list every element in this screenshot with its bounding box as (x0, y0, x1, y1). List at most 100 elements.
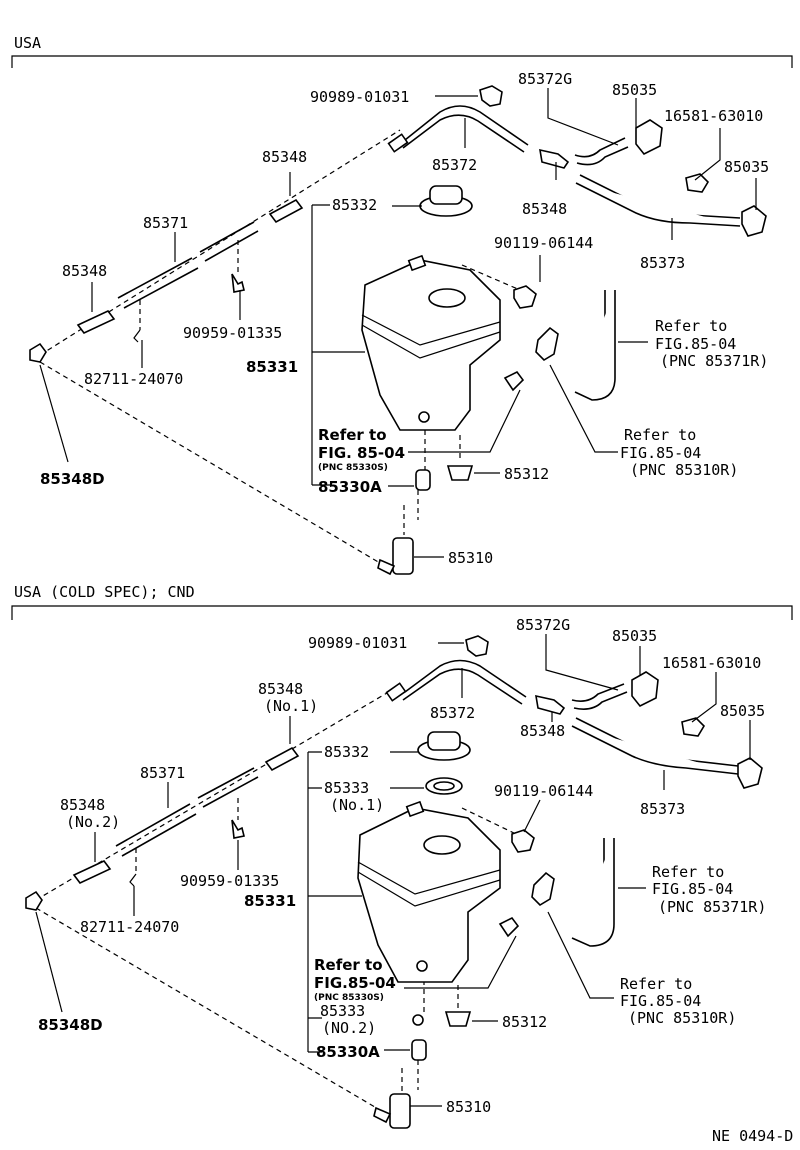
clip-82711 (129, 873, 137, 887)
hose-85373-inner (575, 182, 741, 227)
cap-85332-top (427, 731, 461, 751)
tank-rib (357, 861, 501, 895)
part-label: 85348D (40, 470, 105, 488)
part-label: (PNC 85330S) (318, 463, 388, 473)
part-label: (NO.2) (322, 1019, 376, 1037)
connector-85348 (76, 310, 116, 334)
assembly-line (35, 689, 393, 901)
clip-90959 (231, 273, 245, 293)
hose-85371 (117, 257, 193, 299)
part-label: 85373 (640, 800, 685, 818)
part-label: 85331 (244, 892, 296, 910)
hose-85372g-inner (576, 146, 629, 166)
part-label: 90959-01335 (183, 324, 282, 342)
joint (387, 133, 409, 153)
leader (691, 672, 717, 723)
part-label: 85371 (140, 764, 185, 782)
leader (547, 88, 619, 146)
assembly-line (39, 129, 401, 356)
connector-85330a (415, 469, 431, 491)
leader (523, 799, 541, 833)
footer-code: NE 0494-D (712, 1127, 793, 1145)
hose-85372g (571, 683, 625, 702)
section-heading: USA (COLD SPEC); CND (14, 583, 195, 601)
assembly-line (461, 264, 521, 291)
part-label: 85332 (324, 743, 369, 761)
tank-neck (428, 288, 466, 308)
part-label: 90119-06144 (494, 234, 593, 252)
part-label: 82711-24070 (80, 918, 179, 936)
joint (385, 682, 407, 702)
part-label: Refer to (314, 956, 383, 974)
leader (39, 364, 69, 463)
hose-85371b (199, 221, 255, 253)
hose-85372g (574, 137, 626, 158)
part-label: FIG.85-04 (652, 880, 733, 898)
section-usa-cold-spec-cnd: USA (COLD SPEC); CND (11, 583, 793, 1129)
part-label: (PNC 85310R) (630, 461, 738, 479)
nozzle-85035 (741, 205, 767, 237)
tank-port (418, 411, 430, 423)
grommet (498, 916, 520, 938)
part-label: 85330A (316, 1043, 380, 1061)
leader (545, 634, 619, 691)
hose-85373-inner (571, 725, 739, 775)
pump-85310 (389, 1093, 411, 1129)
assembly-line (35, 907, 381, 1111)
nozzle-85035 (737, 757, 763, 789)
part-label: 90989-01031 (308, 634, 407, 652)
part-label: FIG.85-04 (620, 992, 701, 1010)
part-label: 85310 (448, 549, 493, 567)
elbow-85348d (25, 890, 43, 911)
part-label: 85312 (502, 1013, 547, 1031)
part-label: 85348 (522, 200, 567, 218)
seal-85333-no1-inner (433, 781, 455, 791)
leader (35, 911, 63, 1013)
part-label: 85348 (520, 722, 565, 740)
hose-85372g-inner (573, 691, 628, 710)
connector-85330a (411, 1039, 427, 1061)
pump-85310-outlet (373, 1106, 392, 1124)
part-label: (PNC 85330S) (314, 993, 384, 1003)
part-label: (No.2) (66, 813, 120, 831)
bolt-90119 (511, 829, 535, 853)
clip-16581 (685, 173, 710, 193)
part-label: (PNC 85371R) (658, 898, 766, 916)
clip-90959 (231, 819, 245, 839)
connector-85348 (539, 148, 570, 169)
clip-90989 (479, 85, 503, 107)
part-label: 90989-01031 (310, 88, 409, 106)
part-label: (PNC 85310R) (628, 1009, 736, 1027)
pump-connector (535, 326, 559, 362)
part-label: 85372G (518, 70, 572, 88)
part-label: 85331 (246, 358, 298, 376)
hose-pnc85371r-inner (571, 838, 615, 947)
pump-85310-outlet (377, 558, 396, 576)
part-label: 85035 (612, 627, 657, 645)
part-label: (PNC 85371R) (660, 352, 768, 370)
section-usa: USA (11, 34, 793, 576)
hose-85371-inner (123, 267, 199, 309)
part-label: 85035 (612, 81, 657, 99)
part-label: (No.1) (330, 796, 384, 814)
part-label: 85372 (432, 156, 477, 174)
part-label: FIG. 85-04 (318, 444, 405, 462)
part-label: 16581-63010 (662, 654, 761, 672)
part-label: 85372G (516, 616, 570, 634)
leader (311, 204, 365, 486)
part-label: 85332 (332, 196, 377, 214)
part-label: 85348 (60, 796, 105, 814)
hose-85371b-inner (202, 776, 259, 808)
assembly-line (39, 361, 386, 567)
connector-85348 (72, 860, 112, 884)
part-label: 85333 (320, 1002, 365, 1020)
hose-85371-inner (121, 813, 197, 857)
leader (307, 751, 362, 1053)
leader (694, 128, 721, 181)
grommet (503, 370, 525, 392)
part-label: FIG.85-04 (655, 335, 736, 353)
part-label: Refer to (620, 975, 692, 993)
part-label: 85348D (38, 1016, 103, 1034)
tank-neck (423, 835, 461, 855)
